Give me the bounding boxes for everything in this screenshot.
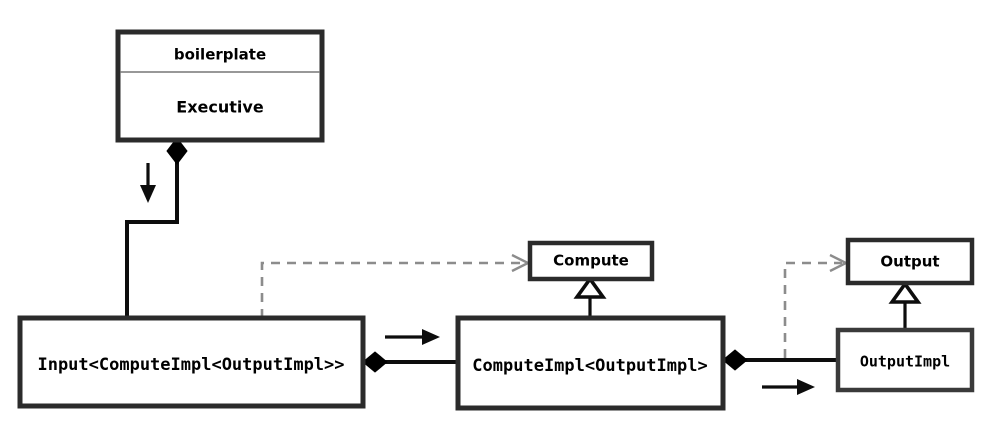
class-node-output[interactable]: Output xyxy=(845,237,975,286)
executive-name-label: Executive xyxy=(176,98,264,117)
class-node-input[interactable]: Input<ComputeImpl<OutputImpl>> xyxy=(17,315,366,409)
executive-box-outline xyxy=(115,29,325,143)
class-node-compute-impl[interactable]: ComputeImpl<OutputImpl> xyxy=(455,315,726,411)
class-node-compute[interactable]: Compute xyxy=(527,240,655,282)
filled-diamond-icon xyxy=(722,349,748,371)
compute-box-outline xyxy=(527,240,655,282)
output-name-label: Output xyxy=(880,253,939,271)
composition-line-executive-input xyxy=(125,152,179,318)
flow-arrow-executive-down xyxy=(140,163,156,203)
edge-output-impl-realizes-output xyxy=(888,280,922,330)
flow-arrow-input-right xyxy=(385,329,440,345)
hollow-triangle-icon xyxy=(573,275,607,299)
output-box-outline xyxy=(845,237,975,286)
edge-input-to-compute-impl xyxy=(362,351,458,373)
input-box-outline xyxy=(17,315,366,409)
filled-diamond-icon xyxy=(362,351,388,373)
edge-input-depends-compute xyxy=(260,253,531,318)
compute-name-label: Compute xyxy=(553,252,629,270)
flow-arrow-compute-right xyxy=(762,379,815,395)
compute-impl-box-outline xyxy=(455,315,726,411)
hollow-triangle-icon xyxy=(888,280,922,304)
executive-stereotype-label: boilerplate xyxy=(174,46,266,64)
arrow-head-right-icon xyxy=(797,379,815,395)
dependency-line-computeimpl-output xyxy=(723,261,842,362)
class-node-executive[interactable]: boilerplate Executive xyxy=(115,29,325,143)
output-impl-name-label: OutputImpl xyxy=(860,353,950,371)
arrow-head-right-icon xyxy=(422,329,440,345)
class-node-output-impl[interactable]: OutputImpl xyxy=(835,327,975,393)
dependency-line-input-compute xyxy=(260,261,524,318)
edge-compute-impl-depends-output xyxy=(723,253,849,362)
arrow-head-down-icon xyxy=(140,185,156,203)
edge-compute-impl-to-output-impl xyxy=(722,349,838,371)
edge-executive-to-input xyxy=(125,137,188,318)
compute-impl-name-label: ComputeImpl<OutputImpl> xyxy=(472,356,707,376)
output-impl-box-outline xyxy=(835,327,975,393)
input-name-label: Input<ComputeImpl<OutputImpl>> xyxy=(37,355,344,375)
edge-compute-impl-realizes-compute xyxy=(573,275,607,318)
filled-diamond-icon xyxy=(166,137,188,165)
